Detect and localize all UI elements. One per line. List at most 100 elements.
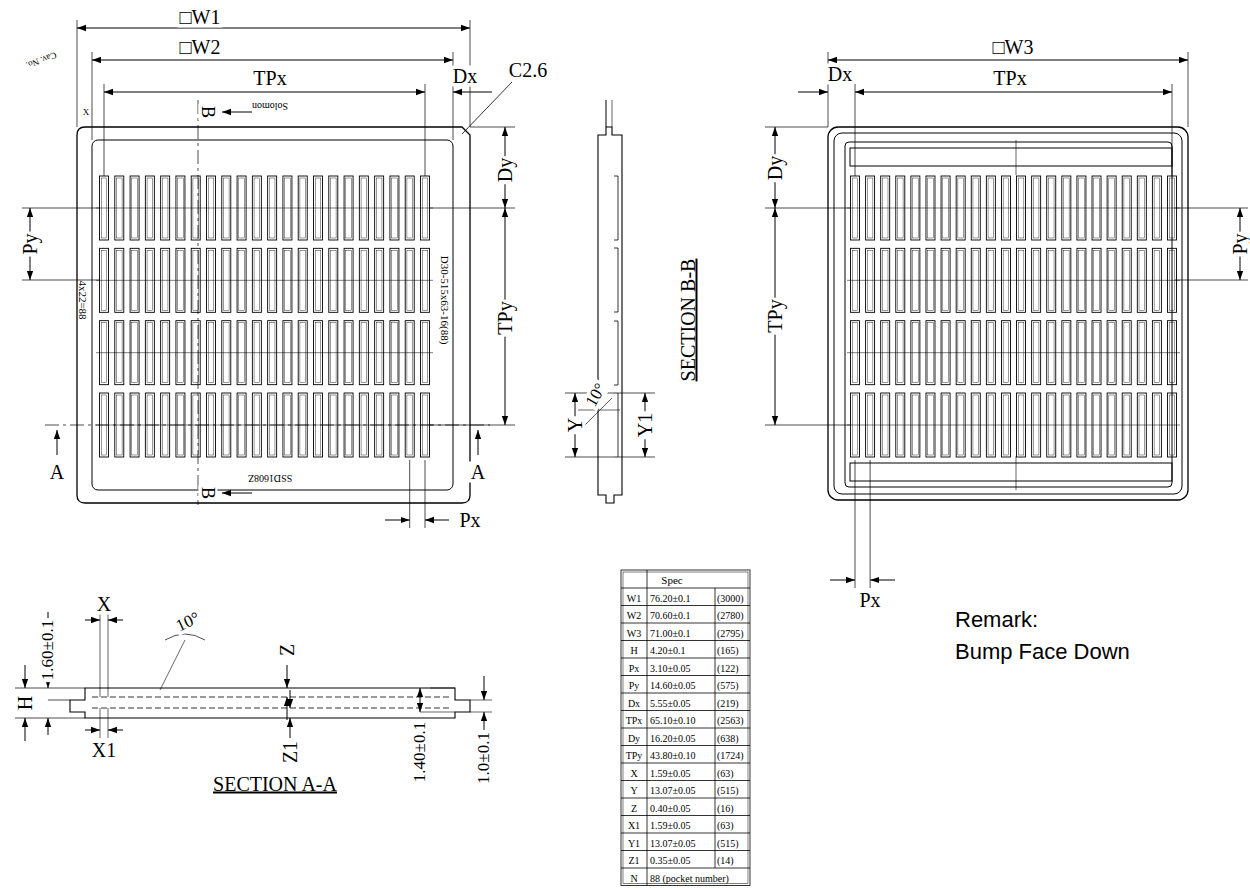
dimension-label-holder: □W3 — [991, 37, 1036, 58]
table-rule — [621, 710, 750, 711]
dimension-label-holder: Y1 — [635, 411, 656, 439]
table-cell: 43.80±0.10 — [650, 751, 696, 762]
pocket-floor — [1094, 395, 1100, 455]
pocket — [926, 248, 935, 312]
pocket-floor — [897, 178, 903, 238]
pocket — [866, 321, 875, 385]
pocket — [359, 321, 368, 385]
table-cell-holder: Z — [631, 799, 637, 815]
dimension-label: X — [95, 594, 113, 615]
pocket-floor — [852, 395, 858, 455]
dimension-label: SECTION B-B — [678, 259, 699, 382]
dimension-label: X1 — [90, 740, 118, 761]
pocket-floor — [208, 323, 214, 383]
pocket-floor — [1018, 178, 1024, 238]
pocket-floor — [943, 395, 949, 455]
dimension-label: TPy — [495, 299, 516, 336]
pocket — [161, 176, 170, 240]
pocket — [851, 248, 860, 312]
table-rule — [621, 763, 750, 764]
pocket — [1077, 393, 1086, 457]
dimension-label-holder: Cav. No. — [24, 49, 59, 75]
pocket-floor — [973, 250, 979, 310]
pocket — [1032, 248, 1041, 312]
pocket — [1137, 248, 1146, 312]
pocket-floor — [101, 323, 107, 383]
pocket — [145, 248, 154, 312]
dimension-label: Dx — [451, 66, 479, 87]
dimension-label: D30-515x63-16(88) — [438, 256, 450, 345]
pocket — [298, 393, 307, 457]
pocket — [896, 248, 905, 312]
pocket — [252, 393, 261, 457]
pocket — [911, 248, 920, 312]
table-cell-holder: TPy — [626, 746, 643, 762]
pocket-floor — [1169, 250, 1175, 310]
pocket — [130, 393, 139, 457]
pocket — [1168, 393, 1177, 457]
pocket — [405, 176, 414, 240]
table-cell-holder: (575) — [717, 676, 739, 692]
pocket — [896, 176, 905, 240]
pocket-floor — [285, 178, 291, 238]
pocket-floor — [1018, 395, 1024, 455]
pocket-floor — [1139, 178, 1145, 238]
pocket-floor — [132, 250, 138, 310]
pocket-floor — [852, 250, 858, 310]
pocket-floor — [132, 323, 138, 383]
tray-outline — [828, 127, 1188, 500]
table-cell: 0.40±0.05 — [650, 804, 691, 815]
pocket — [329, 176, 338, 240]
pocket — [1077, 321, 1086, 385]
pocket — [375, 176, 384, 240]
pocket — [971, 321, 980, 385]
dimension-label-holder: Bump Face Down — [955, 640, 1130, 663]
pocket — [1152, 393, 1161, 457]
table-cell-holder: (63) — [717, 764, 734, 780]
pocket — [237, 248, 246, 312]
table-cell: Dx — [628, 699, 640, 710]
pocket — [971, 176, 980, 240]
pocket — [1001, 248, 1010, 312]
pocket — [314, 248, 323, 312]
pocket — [421, 248, 430, 312]
pocket — [1107, 248, 1116, 312]
table-cell-holder: Py — [629, 676, 640, 692]
dimension-label-holder: 1.0±0.1 — [475, 730, 493, 786]
pocket-floor — [330, 178, 336, 238]
pocket-floor — [913, 395, 919, 455]
pocket — [298, 248, 307, 312]
remark-text: Bump Face Down — [955, 640, 1130, 663]
pocket-floor — [897, 395, 903, 455]
pocket — [866, 176, 875, 240]
pocket-floor — [1124, 178, 1130, 238]
table-cell: W3 — [627, 629, 641, 640]
table-rule — [621, 815, 750, 816]
pocket — [390, 176, 399, 240]
table-cell: (63) — [717, 769, 734, 780]
pocket — [1152, 321, 1161, 385]
center-line — [96, 280, 433, 281]
pocket — [145, 321, 154, 385]
pocket — [359, 176, 368, 240]
dimension-label: Cav. No. — [25, 50, 58, 70]
table-cell: Y1 — [628, 839, 640, 850]
pocket-floor — [1064, 250, 1070, 310]
pocket-floor — [162, 178, 168, 238]
pocket-floor — [958, 395, 964, 455]
table-cell-holder: (515) — [717, 834, 739, 850]
pocket-floor — [973, 395, 979, 455]
pocket-floor — [1079, 250, 1085, 310]
pocket-floor — [193, 395, 199, 455]
pocket-floor — [223, 178, 229, 238]
table-cell: (63) — [717, 821, 734, 832]
dimension-label: 1.40±0.1 — [411, 720, 429, 784]
pocket-floor — [361, 395, 367, 455]
dimension-label: Dx — [826, 64, 854, 85]
pocket-floor — [1003, 395, 1009, 455]
pocket-floor — [1169, 178, 1175, 238]
pocket-floor — [943, 250, 949, 310]
pocket — [1137, 321, 1146, 385]
pocket — [956, 248, 965, 312]
pocket-floor — [973, 178, 979, 238]
